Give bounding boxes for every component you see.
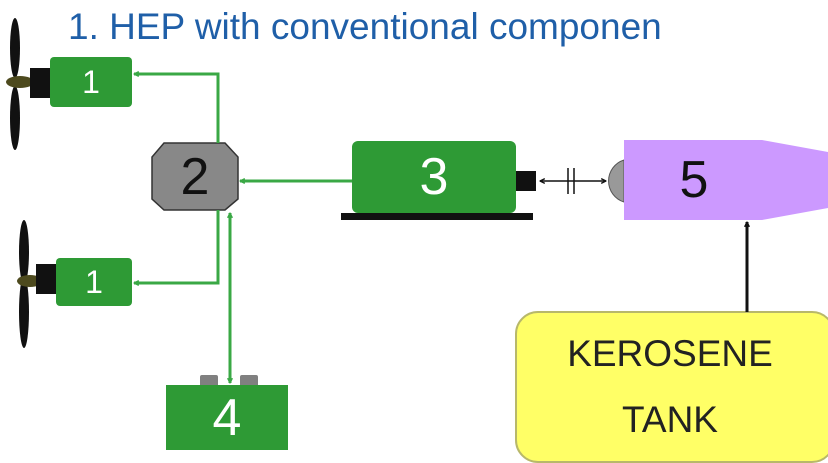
gearbox-label: 2 <box>180 147 210 206</box>
generator <box>352 141 516 213</box>
propeller-icon <box>6 18 34 150</box>
battery-label: 4 <box>212 388 242 447</box>
motor-shaft <box>36 264 58 294</box>
electric-motor-top <box>50 57 132 107</box>
battery-terminal <box>200 375 218 387</box>
tank-label: KEROSENE TANK <box>516 312 824 462</box>
tank-label-line2: TANK <box>622 399 718 440</box>
battery <box>166 385 288 450</box>
battery-terminal <box>240 375 258 387</box>
electric-motor-bottom <box>56 258 132 306</box>
arrow-gearbox-to-motor-bottom <box>134 210 220 283</box>
engine-label: 5 <box>679 151 709 209</box>
motor-bottom-label: 1 <box>85 263 103 300</box>
generator-base <box>341 213 533 220</box>
generator-label: 3 <box>419 148 449 206</box>
motor-shaft <box>30 68 52 98</box>
coupling-icon <box>540 168 606 194</box>
kerosene-tank <box>515 311 828 463</box>
generator-shaft <box>516 171 536 191</box>
page-title: 1. HEP with conventional componen <box>68 6 662 47</box>
motor-top-label: 1 <box>82 63 100 100</box>
tank-label-line1: KEROSENE <box>567 333 773 374</box>
gearbox <box>151 142 239 211</box>
engine <box>624 140 828 220</box>
arrow-gearbox-to-motor-top <box>134 74 220 143</box>
engine-spinner <box>608 159 625 203</box>
